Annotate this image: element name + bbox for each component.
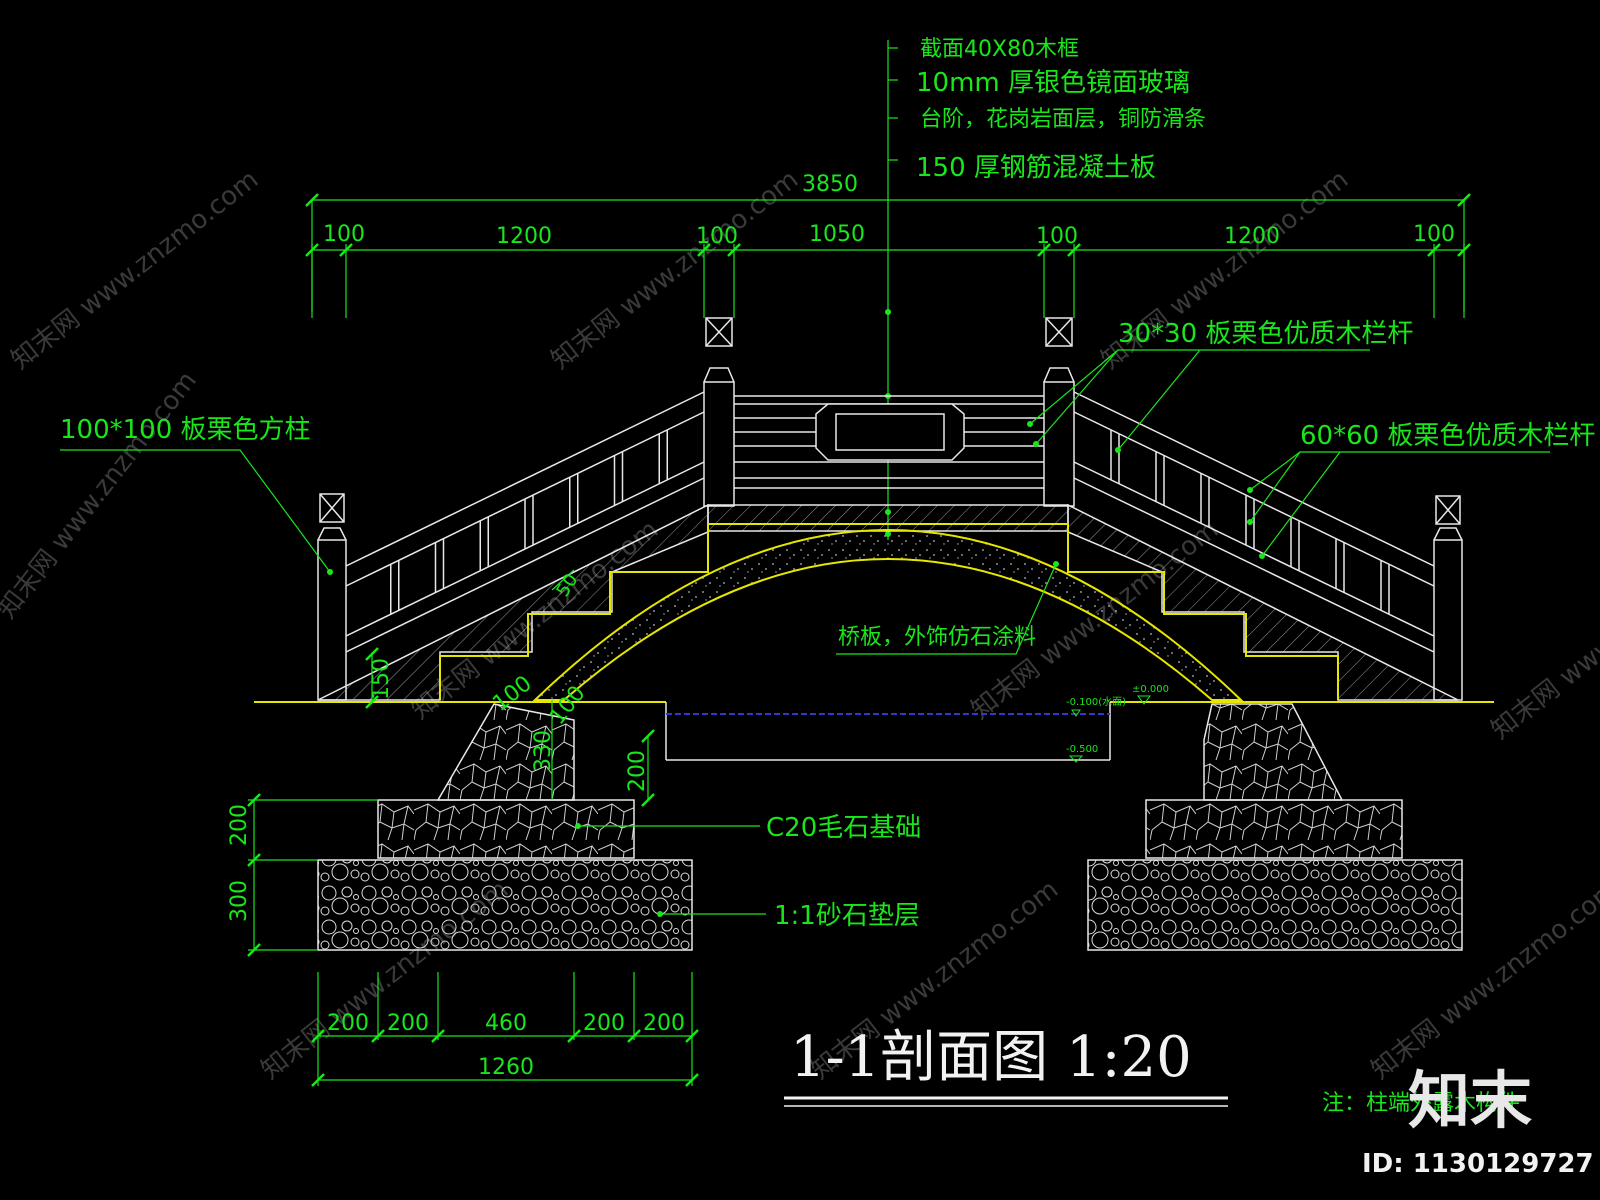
dim-bottom-5: 200 (643, 1011, 685, 1036)
dim-top-4: 1050 (809, 222, 865, 247)
dim-bottom-4: 200 (583, 1011, 625, 1036)
watermark-text: 知末网 www.znzmo.com (966, 515, 1224, 726)
side-callouts: 100*100 板栗色方柱 30*30 板栗色优质木栏杆 60*60 板栗色优质… (60, 319, 1595, 931)
dim-misc-4: 200 (625, 750, 650, 792)
callout-deck: 桥板，外饰仿石涂料 (838, 625, 1036, 650)
left-foundation (317, 703, 693, 951)
level-water: -0.100(水面) (1066, 696, 1126, 708)
level-markers: -0.100(水面) ±0.000 -0.500 (1066, 684, 1169, 763)
dim-top-3: 100 (696, 224, 738, 249)
callout-post: 100*100 板栗色方柱 (60, 415, 311, 445)
callout-frame: 截面40X80木框 (920, 37, 1079, 62)
left-vertical-dimensions: 200 300 (227, 793, 378, 957)
dim-overall: 3850 (802, 172, 858, 197)
dim-misc-3: 330 (531, 730, 556, 772)
level-bottom: -0.500 (1066, 744, 1098, 755)
dim-top-7: 100 (1413, 222, 1455, 247)
top-leader: 截面40X80木框 10mm 厚银色镜面玻璃 台阶，花岗岩面层，铜防滑条 150… (885, 37, 1206, 540)
dim-top-1: 100 (323, 222, 365, 247)
bottom-dimension-chain: 200 200 460 200 200 1260 (311, 972, 699, 1087)
dimension-tick (371, 1029, 385, 1043)
dim-top-5: 100 (1036, 224, 1078, 249)
watermark-text: 知末网 www.znzmo.com (546, 165, 804, 376)
dimension-tick (431, 1029, 445, 1043)
drawing-note: 注：柱端外露木构件 (1322, 1091, 1520, 1116)
railings (317, 317, 1463, 701)
dim-step-height: 150 (369, 658, 394, 700)
dimension-tick (685, 1029, 699, 1043)
dim-left-1: 200 (227, 804, 252, 846)
dim-top-2: 1200 (496, 224, 552, 249)
title-block: 1-1剖面图 1:20 注：柱端外露木构件 知末 ID: 1130129727 (784, 1025, 1594, 1179)
dimension-tick (311, 1029, 325, 1043)
watermark-text: 知末网 www.znzmo.com (0, 366, 203, 624)
dimension-tick (685, 1073, 699, 1087)
bridge-body (317, 503, 1459, 701)
callout-rail-large: 60*60 板栗色优质木栏杆 (1300, 421, 1595, 451)
callout-cushion: 1:1砂石垫层 (774, 901, 920, 931)
callout-rail-small: 30*30 板栗色优质木栏杆 (1118, 319, 1413, 349)
dimension-tick (567, 1029, 581, 1043)
drawing-title: 1-1剖面图 1:20 (790, 1025, 1192, 1090)
level-zero: ±0.000 (1132, 684, 1169, 695)
callout-slab: 150 厚钢筋混凝土板 (916, 153, 1156, 183)
brand-logo: 知末 (1408, 1064, 1532, 1137)
watermark-text: 知末网 www.znzmo.com (1486, 535, 1600, 746)
callout-steps: 台阶，花岗岩面层，铜防滑条 (920, 107, 1206, 132)
callout-foundation: C20毛石基础 (766, 813, 921, 843)
dim-top-6: 1200 (1224, 224, 1280, 249)
dim-left-2: 300 (227, 880, 252, 922)
right-foundation (1087, 703, 1463, 951)
image-id-label: ID: 1130129727 (1362, 1149, 1594, 1179)
ground-line (254, 701, 1494, 761)
dim-bottom-3: 460 (485, 1011, 527, 1036)
dim-bottom-total: 1260 (478, 1055, 534, 1080)
dim-bottom-1: 200 (327, 1011, 369, 1036)
callout-glass: 10mm 厚银色镜面玻璃 (916, 68, 1190, 98)
dimension-tick (311, 1073, 325, 1087)
dim-bottom-2: 200 (387, 1011, 429, 1036)
dimension-tick (627, 1029, 641, 1043)
watermark-text: 知末网 www.znzmo.com (6, 165, 264, 376)
